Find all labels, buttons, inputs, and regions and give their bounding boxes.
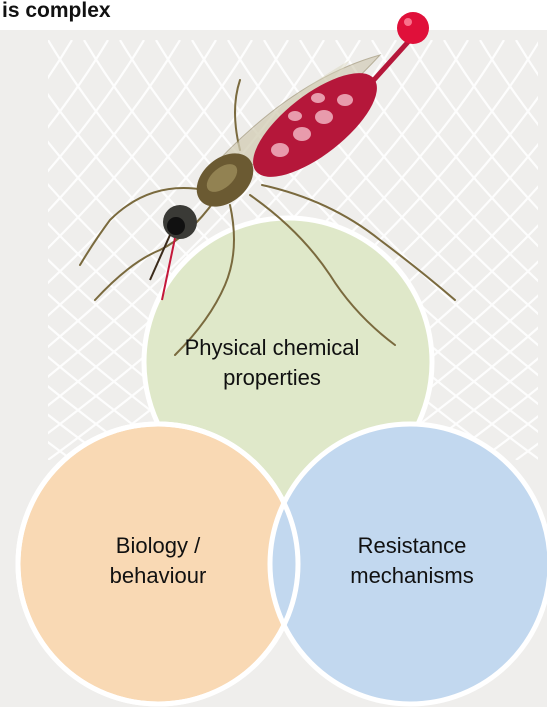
blood-drop-icon [397,12,429,44]
